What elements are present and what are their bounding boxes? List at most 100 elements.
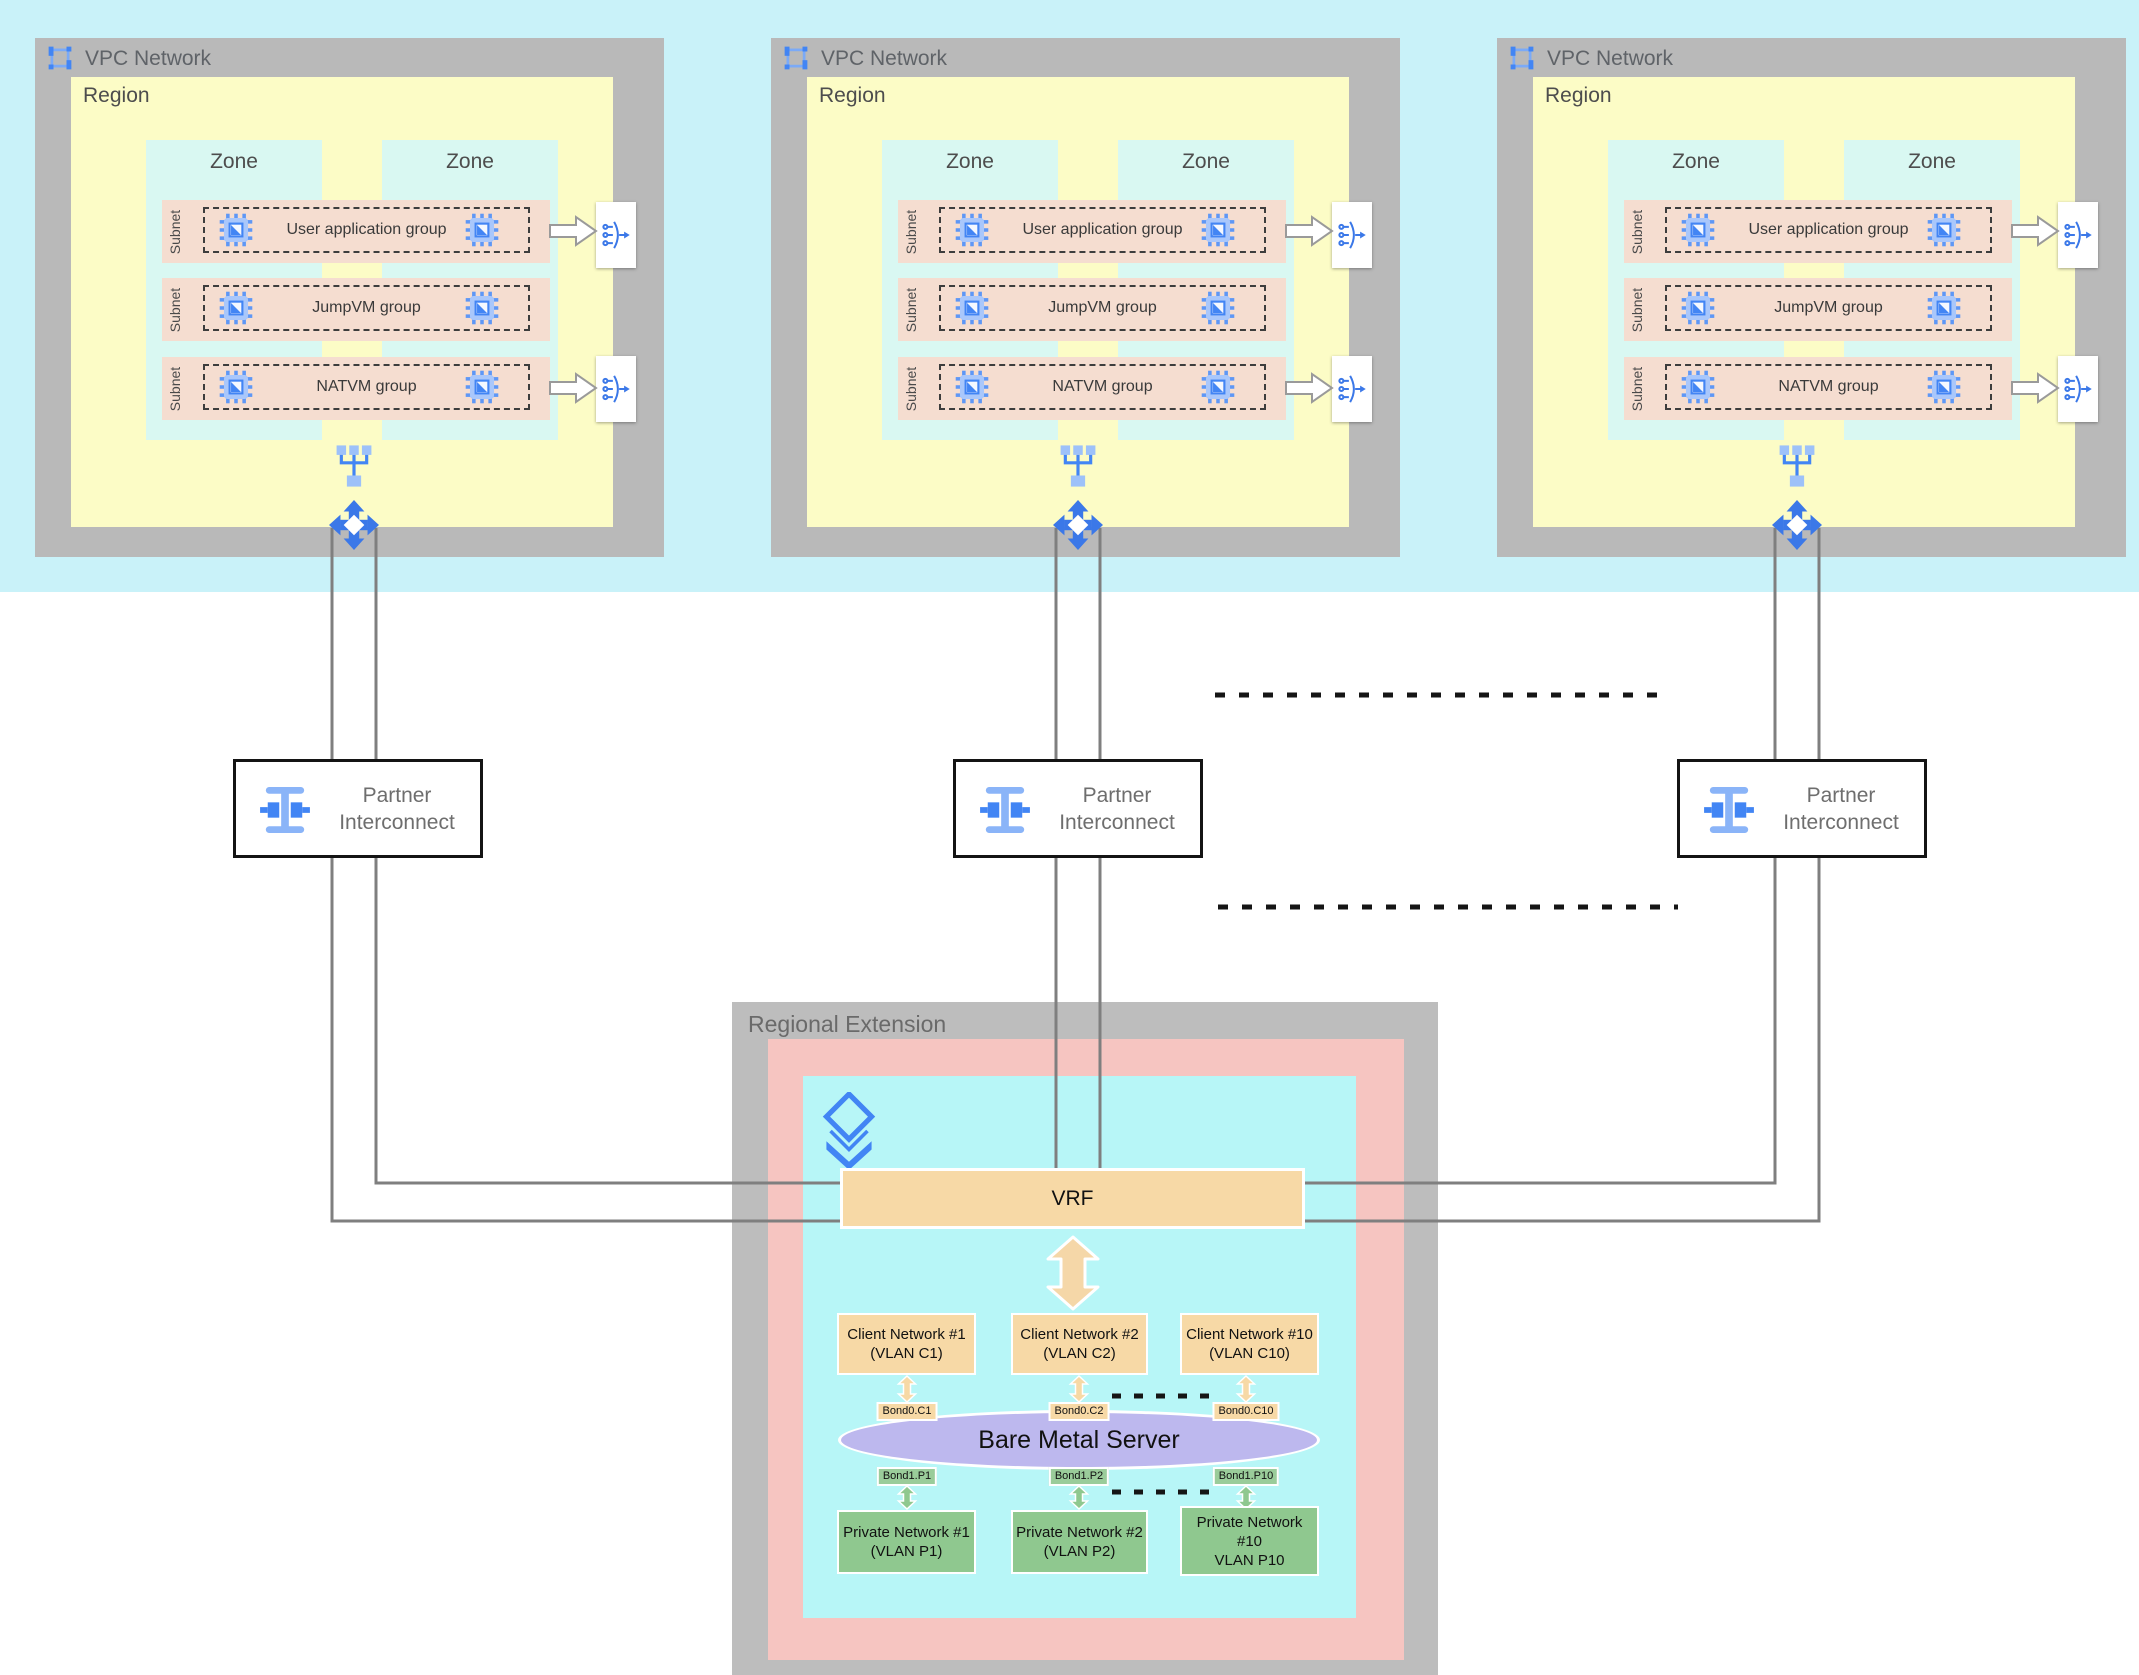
instance-group-outline: User application group bbox=[1665, 207, 1992, 253]
instance-group-outline: JumpVM group bbox=[939, 285, 1266, 331]
subnet-side-label: Subnet bbox=[1629, 366, 1645, 411]
subnet-band: Subnet JumpVM group bbox=[1624, 278, 2012, 341]
instance-group-outline: NATVM group bbox=[939, 364, 1266, 410]
zone-title: Zone bbox=[210, 150, 258, 173]
client-network-vlan: (VLAN C2) bbox=[1043, 1345, 1116, 1362]
client-network-box: Client Network #2 (VLAN C2) bbox=[1011, 1313, 1148, 1375]
client-network-name: Client Network #1 bbox=[847, 1326, 966, 1343]
instance-group-outline: NATVM group bbox=[1665, 364, 1992, 410]
vm-icon bbox=[1681, 213, 1715, 247]
instance-group-label: NATVM group bbox=[316, 378, 417, 395]
instance-group-outline: JumpVM group bbox=[1665, 285, 1992, 331]
partner-interconnect-box: Partner Interconnect bbox=[953, 759, 1203, 858]
vpc-network-icon bbox=[47, 45, 73, 71]
instance-group-label: NATVM group bbox=[1778, 378, 1879, 395]
subnet-band: Subnet User application group bbox=[162, 200, 550, 263]
vm-icon bbox=[955, 370, 989, 404]
client-network-name: Client Network #10 bbox=[1186, 1326, 1313, 1343]
instance-group-label: JumpVM group bbox=[1774, 299, 1883, 316]
bond-label: Bond0.C1 bbox=[876, 1402, 938, 1421]
partner-interconnect-label: Partner Interconnect bbox=[1783, 783, 1899, 834]
zone-title: Zone bbox=[1908, 150, 1956, 173]
regional-extension-title: Regional Extension bbox=[748, 1011, 947, 1037]
private-network-name: Private Network #10 bbox=[1196, 1513, 1303, 1550]
load-balancer-icon bbox=[1337, 374, 1367, 404]
interconnect-icon bbox=[1702, 787, 1756, 833]
router-icon bbox=[1772, 500, 1822, 550]
client-network-name: Client Network #2 bbox=[1020, 1326, 1139, 1343]
private-network-vlan: (VLAN P1) bbox=[870, 1543, 943, 1560]
vpc-network-title: VPC Network bbox=[821, 47, 948, 70]
subnet-band: Subnet NATVM group bbox=[162, 357, 550, 420]
subnet-side-label: Subnet bbox=[167, 209, 183, 254]
subnet-side-label: Subnet bbox=[903, 209, 919, 254]
subnet-band: Subnet JumpVM group bbox=[162, 278, 550, 341]
private-network-box: Private Network #10 VLAN P10 bbox=[1180, 1506, 1319, 1576]
zone-title: Zone bbox=[446, 150, 494, 173]
client-network-box: Client Network #10 (VLAN C10) bbox=[1180, 1313, 1319, 1375]
subnet-side-label: Subnet bbox=[903, 287, 919, 332]
vrf-box: VRF bbox=[840, 1168, 1305, 1229]
bond-label: Bond0.C2 bbox=[1048, 1402, 1110, 1421]
private-network-name: Private Network #1 bbox=[843, 1524, 970, 1541]
instance-group-label: JumpVM group bbox=[312, 299, 421, 316]
instance-group-label: User application group bbox=[1022, 221, 1183, 238]
vpc-network-box: VPC Network Region Zone Zone Subnet User… bbox=[35, 38, 664, 557]
client-network-box: Client Network #1 (VLAN C1) bbox=[837, 1313, 976, 1375]
client-network-vlan: (VLAN C1) bbox=[870, 1345, 943, 1362]
vm-icon bbox=[1681, 370, 1715, 404]
router-icon bbox=[1053, 500, 1103, 550]
instance-group-label: NATVM group bbox=[1052, 378, 1153, 395]
partner-interconnect-label: Partner Interconnect bbox=[339, 783, 455, 834]
private-network-name: Private Network #2 bbox=[1016, 1524, 1143, 1541]
instance-group-outline: User application group bbox=[939, 207, 1266, 253]
router-icon bbox=[329, 500, 379, 550]
region-title: Region bbox=[83, 84, 150, 107]
partner-interconnect-box: Partner Interconnect bbox=[233, 759, 483, 858]
private-network-vlan: (VLAN P2) bbox=[1043, 1543, 1116, 1560]
load-balancer-box bbox=[596, 202, 636, 268]
zone-title: Zone bbox=[1672, 150, 1720, 173]
network-switch-icon bbox=[335, 443, 373, 489]
load-balancer-box bbox=[1332, 356, 1372, 422]
instance-group-outline: JumpVM group bbox=[203, 285, 530, 331]
load-balancer-box bbox=[1332, 202, 1372, 268]
load-balancer-icon bbox=[601, 220, 631, 250]
bond-label: Bond0.C10 bbox=[1212, 1402, 1280, 1421]
vpc-network-icon bbox=[1509, 45, 1535, 71]
subnet-side-label: Subnet bbox=[1629, 209, 1645, 254]
vm-icon bbox=[219, 291, 253, 325]
vm-icon bbox=[955, 213, 989, 247]
vm-icon bbox=[219, 213, 253, 247]
region-box: Region Zone Zone Subnet User application… bbox=[1533, 77, 2075, 527]
subnet-side-label: Subnet bbox=[167, 366, 183, 411]
subnet-side-label: Subnet bbox=[903, 366, 919, 411]
load-balancer-box bbox=[2058, 202, 2098, 268]
bare-metal-server-label: Bare Metal Server bbox=[978, 1425, 1180, 1454]
load-balancer-icon bbox=[2063, 374, 2093, 404]
instance-group-label: User application group bbox=[1748, 221, 1909, 238]
subnet-band: Subnet JumpVM group bbox=[898, 278, 1286, 341]
zone-title: Zone bbox=[1182, 150, 1230, 173]
network-switch-icon bbox=[1059, 443, 1097, 489]
instance-group-label: JumpVM group bbox=[1048, 299, 1157, 316]
instance-group-outline: User application group bbox=[203, 207, 530, 253]
interconnect-icon bbox=[978, 787, 1032, 833]
vm-icon bbox=[955, 291, 989, 325]
region-box: Region Zone Zone Subnet User application… bbox=[71, 77, 613, 527]
vpc-network-box: VPC Network Region Zone Zone Subnet User… bbox=[1497, 38, 2126, 557]
network-switch-icon bbox=[1778, 443, 1816, 489]
subnet-band: Subnet User application group bbox=[1624, 200, 2012, 263]
subnet-band: Subnet NATVM group bbox=[898, 357, 1286, 420]
vpc-network-icon bbox=[783, 45, 809, 71]
vm-icon bbox=[219, 370, 253, 404]
interconnect-icon bbox=[258, 787, 312, 833]
vm-icon bbox=[1681, 291, 1715, 325]
layers-icon bbox=[820, 1092, 878, 1170]
load-balancer-box bbox=[2058, 356, 2098, 422]
instance-group-label: User application group bbox=[286, 221, 447, 238]
private-network-vlan: VLAN P10 bbox=[1214, 1551, 1285, 1569]
bond-label: Bond1.P2 bbox=[1048, 1467, 1110, 1486]
instance-group-outline: NATVM group bbox=[203, 364, 530, 410]
